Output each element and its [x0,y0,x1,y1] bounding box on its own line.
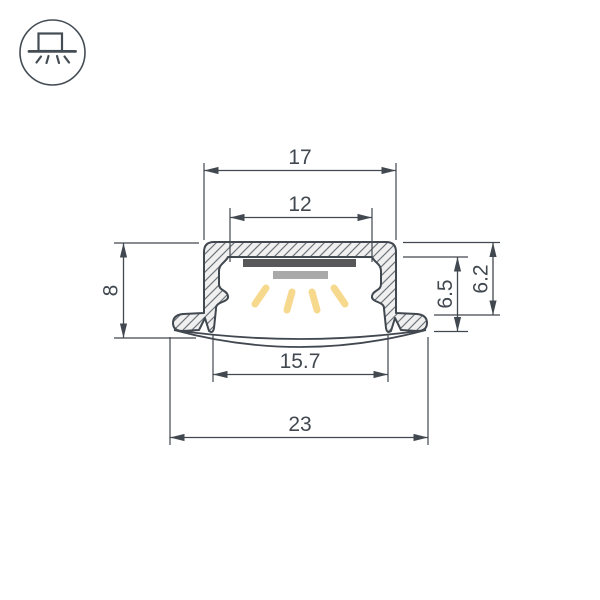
mount-type-badge [19,19,86,86]
light-rays [251,284,349,314]
aluminum-body [172,241,428,333]
light-ray [251,284,270,308]
dimension-outer-width-top: 17 [203,146,397,240]
light-ray [283,288,296,314]
dimension-overall-width-bottom: 23 [169,337,429,445]
profile-cross-section [172,241,428,348]
light-rays-icon [35,54,71,65]
dimension-value: 23 [288,413,311,436]
dimension-value: 15.7 [280,350,321,373]
light-ray [308,288,321,314]
dimension-recess-depth-right: 6.2 [403,241,500,316]
profile-box-icon [37,32,64,53]
icon-ray [63,55,71,64]
dimension-value: 8 [100,285,123,297]
dimension-value: 12 [288,193,311,216]
badge-circle [19,19,86,86]
diffuser-lens [173,329,427,348]
dimension-value: 6.5 [434,279,457,308]
dimension-value: 6.2 [470,264,493,293]
icon-ray [55,54,61,65]
dimension-diffuser-width-bottom: 15.7 [212,335,389,382]
dimension-overall-height-left: 8 [100,242,199,339]
dimension-inner-height-right: 6.5 [403,256,468,333]
icon-ray [35,55,43,64]
led-emitter [273,271,328,279]
dimension-value: 17 [288,146,311,169]
dimension-inner-width-top: 12 [229,193,373,262]
icon-ray [45,54,50,65]
led-strip-pcb [243,259,356,267]
light-ray [330,284,349,308]
